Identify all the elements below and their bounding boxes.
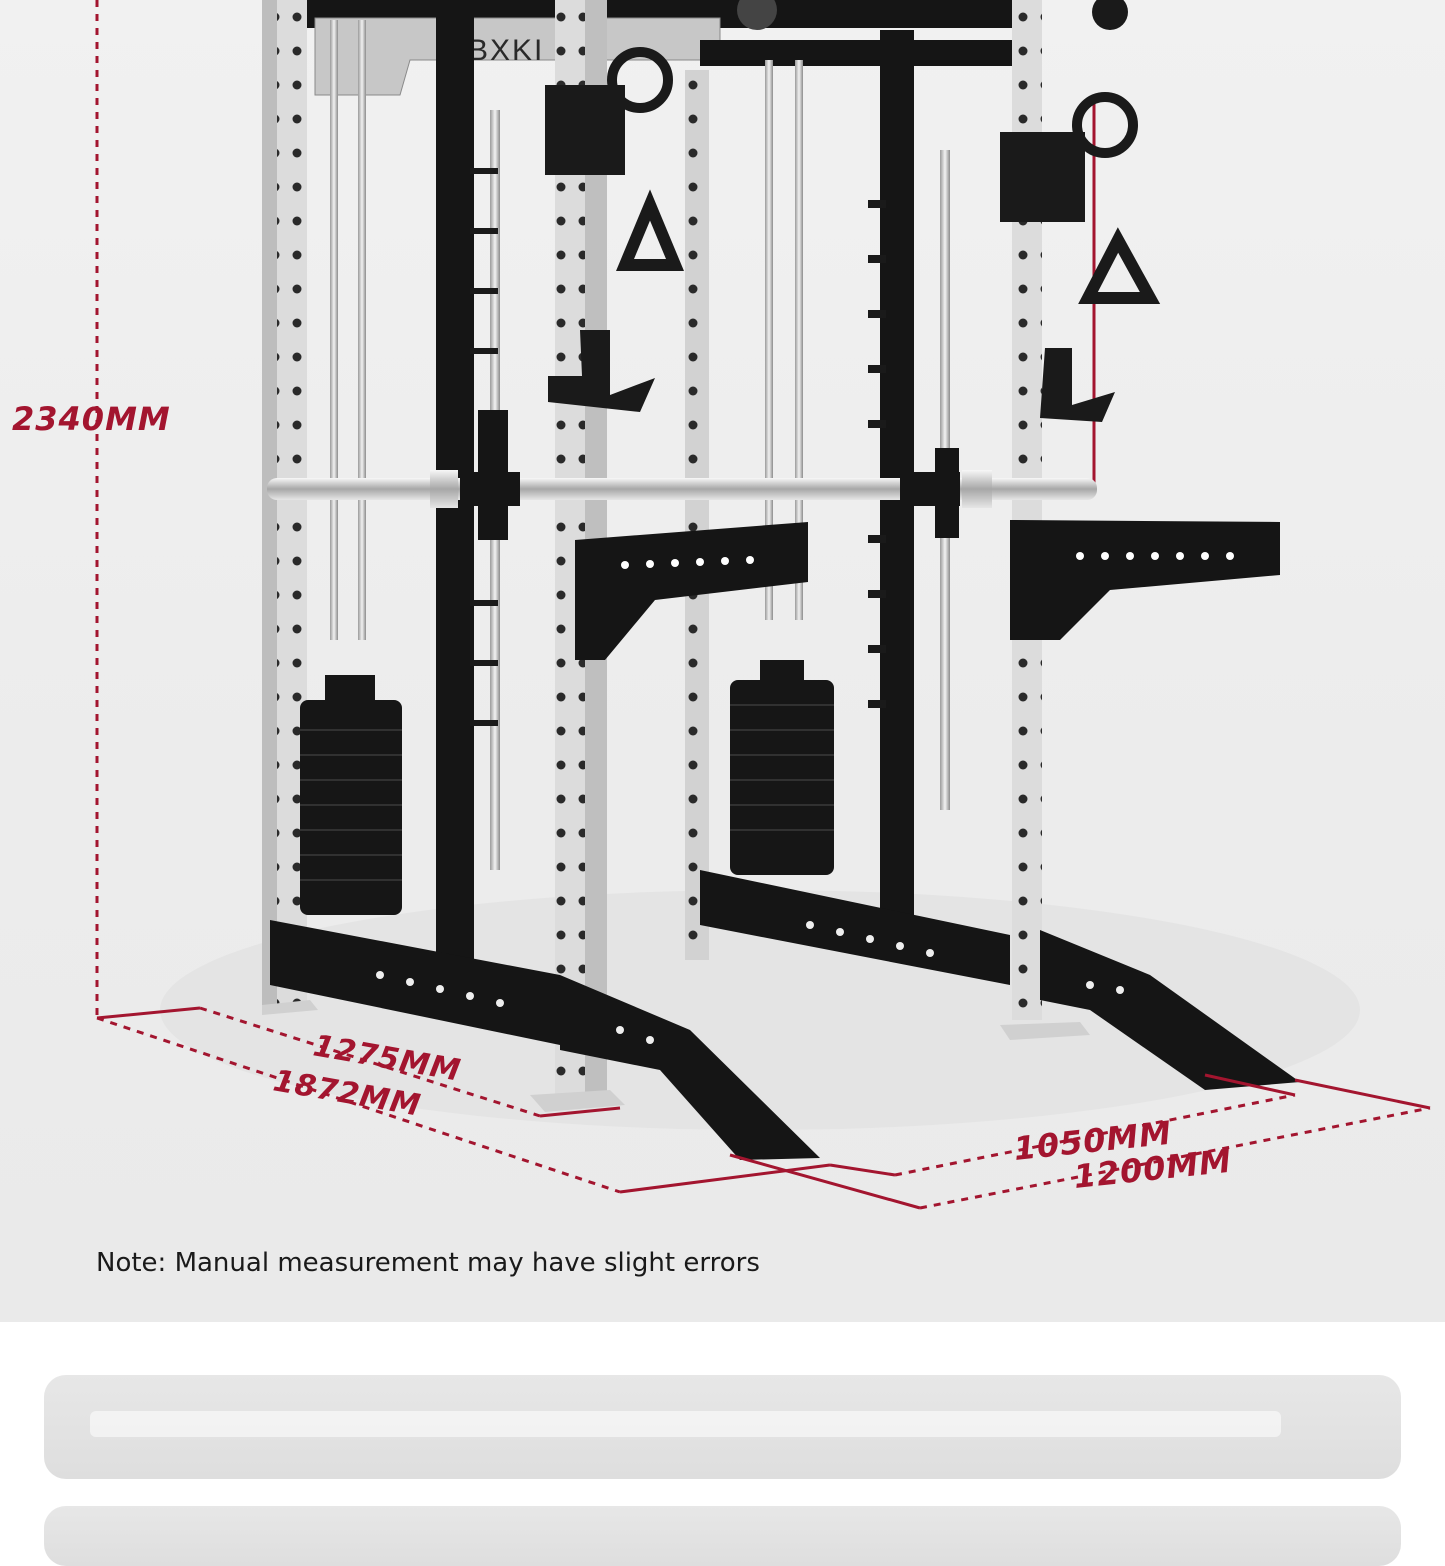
smith-machine-rack-illustration: BXKI — [12, 0, 1431, 1210]
brand-text: BXKI — [468, 34, 544, 67]
blurred-panel-2 — [44, 1506, 1401, 1566]
blurred-panel-1 — [44, 1375, 1401, 1479]
product-image: BXKI — [0, 0, 1445, 1322]
blurred-bar — [90, 1411, 1281, 1437]
height-dimension-label: 2340MM — [12, 400, 171, 438]
measurement-note: Note: Manual measurement may have slight… — [96, 1248, 760, 1278]
